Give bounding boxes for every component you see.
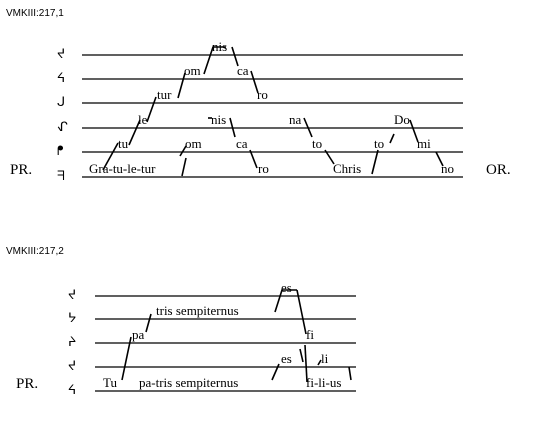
melodic-connector (348, 366, 352, 381)
syllable: pa-tris sempiternus (139, 375, 238, 390)
clef-sign: ᔦ (57, 70, 65, 85)
syllable: ro (258, 161, 269, 176)
example-1-syllables: nis om ca tur ro le nis na Do tu om ca t… (89, 39, 454, 176)
syllable: om (184, 63, 201, 78)
melodic-connector (181, 157, 187, 177)
melodic-connector (303, 117, 313, 138)
clef-sign: ᖰ (57, 143, 64, 158)
clef-sign: ᔪ (68, 358, 76, 373)
syllable: ca (237, 63, 249, 78)
lead-label: PR. (10, 162, 32, 178)
syllable: Gra-tu-le-tur (89, 161, 156, 176)
syllable: na (289, 112, 302, 127)
melodic-connector (435, 151, 444, 167)
melodic-connector (249, 149, 258, 169)
clef-sign: ᔪ (57, 46, 65, 61)
melodic-connector (409, 119, 419, 143)
melodic-connector (145, 313, 152, 333)
syllable: Chris (333, 161, 361, 176)
melodic-connector (146, 96, 157, 123)
example-2-syllables: es tris sempiternus pa fi es li Tu pa-tr… (103, 280, 341, 390)
example-2-clefs: ᔪ ᔭ ᔨ ᔪ ᔦ (68, 287, 76, 397)
syllable: le (138, 112, 148, 127)
syllable: Do (394, 112, 410, 127)
clef-sign: ᖷ (57, 168, 65, 183)
syllable: li (321, 351, 329, 366)
melodic-connector (389, 133, 395, 144)
syllable: Tu (103, 375, 117, 390)
melodic-connector (299, 348, 304, 363)
melodic-connector (102, 142, 119, 171)
melodic-connector (250, 70, 259, 94)
syllable: to (374, 136, 384, 151)
tail-label: OR. (486, 162, 511, 178)
clef-sign: ᔪ (68, 287, 76, 302)
melodic-connector (203, 46, 226, 75)
syllable: tur (157, 87, 172, 102)
syllable: om (185, 136, 202, 151)
melodic-connector (121, 336, 132, 381)
syllable: tris sempiternus (156, 303, 239, 318)
example-1-connectors (102, 46, 444, 177)
syllable: fi (306, 327, 314, 342)
melodic-connector (304, 344, 308, 383)
melodic-connector (229, 117, 236, 138)
melodic-connector (177, 72, 186, 99)
melodic-connector (179, 145, 187, 157)
syllable: fi-li-us (306, 375, 341, 390)
example-1-staff (82, 54, 463, 178)
syllable: es (281, 351, 292, 366)
syllable: no (441, 161, 454, 176)
clef-sign: ᖋ (57, 119, 68, 134)
clef-sign: ᒍ (57, 94, 65, 109)
lead-label: PR. (16, 376, 38, 392)
melodic-connector (371, 149, 379, 175)
syllable: nis (211, 112, 226, 127)
syllable: ro (257, 87, 268, 102)
syllable: mi (417, 136, 431, 151)
syllable: to (312, 136, 322, 151)
clef-sign: ᔭ (68, 310, 76, 325)
melodic-connector (271, 363, 280, 381)
example-1-clefs: ᔪ ᔦ ᒍ ᖋ ᖰ ᖷ (57, 46, 68, 183)
clef-sign: ᔦ (68, 382, 76, 397)
example-2-id: VMKIII:217,2 (6, 246, 64, 257)
melodic-connector (274, 289, 297, 313)
melodic-connector (324, 149, 335, 165)
example-2-connectors (121, 289, 352, 383)
melodic-connector (128, 119, 141, 146)
syllable: tu (118, 136, 129, 151)
example-1-id: VMKIII:217,1 (6, 8, 64, 19)
melodic-connector (231, 46, 239, 67)
syllable: ca (236, 136, 248, 151)
example-2-staff (95, 295, 356, 392)
melodic-connector (296, 289, 307, 335)
syllable: pa (132, 327, 145, 342)
melodic-connector (317, 359, 322, 366)
syllable: es (281, 280, 292, 295)
clef-sign: ᔨ (68, 334, 76, 349)
